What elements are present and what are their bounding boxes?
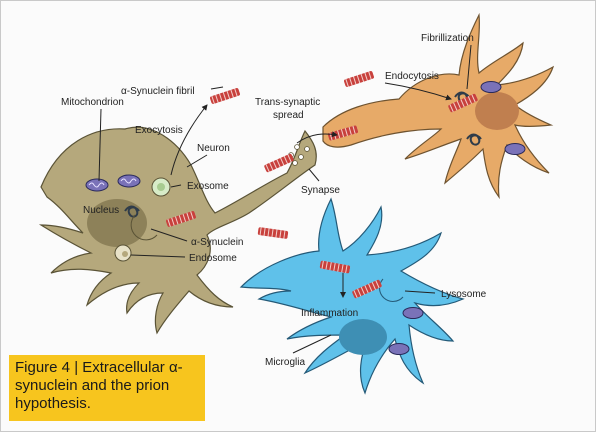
endosome-icon xyxy=(114,244,132,262)
source-neuron xyxy=(38,126,317,335)
label-synapse: Synapse xyxy=(301,185,340,196)
label-exocytosis: Exocytosis xyxy=(135,125,183,136)
recipient-nucleus xyxy=(475,92,519,130)
fibril-icon xyxy=(210,88,240,104)
fibril-icon xyxy=(166,211,196,227)
label-microglia: Microglia xyxy=(265,357,305,368)
label-endosome: Endosome xyxy=(189,253,237,264)
label-mitochondrion: Mitochondrion xyxy=(61,97,124,108)
fibril-icon xyxy=(352,279,382,299)
label-inflammation: Inflammation xyxy=(301,308,358,319)
recipient-neuron xyxy=(322,12,555,200)
lysosome-icon xyxy=(130,214,158,241)
fibril-icon xyxy=(448,93,478,113)
source-nucleus xyxy=(87,199,147,247)
label-lysosome: Lysosome xyxy=(441,289,487,300)
label-spread: spread xyxy=(273,110,304,121)
fibril-icon xyxy=(257,227,289,239)
mitochondrion-icon xyxy=(117,174,141,188)
lysosome-icon xyxy=(379,278,404,302)
label-neuron: Neuron xyxy=(197,143,230,154)
microglia-nucleus xyxy=(339,319,387,355)
mitochondrion-icon xyxy=(402,307,424,319)
figure-caption: Figure 4 | Extracellular α-synuclein and… xyxy=(9,355,205,421)
label-endocytosis: Endocytosis xyxy=(385,71,439,82)
exosome-icon xyxy=(151,177,171,197)
mitochondrion-icon xyxy=(504,143,526,155)
label-fibril: α-Synuclein fibril xyxy=(121,86,195,97)
label-exosome: Exosome xyxy=(187,181,229,192)
label-fibrillization: Fibrillization xyxy=(421,33,474,44)
mitochondrion-icon xyxy=(480,81,502,93)
label-trans-synaptic: Trans-synaptic xyxy=(255,97,320,108)
arrows xyxy=(98,44,472,354)
mitochondrion-icon xyxy=(85,178,109,192)
label-nucleus: Nucleus xyxy=(83,205,119,216)
mitochondrion-icon xyxy=(388,343,410,355)
fibril-icon xyxy=(344,71,374,87)
synaptic-vesicles xyxy=(288,144,310,166)
microglia-cell xyxy=(239,197,465,395)
fibril-icon xyxy=(264,153,294,173)
label-asyn: α-Synuclein xyxy=(191,237,243,248)
fibril-icon xyxy=(319,260,351,274)
